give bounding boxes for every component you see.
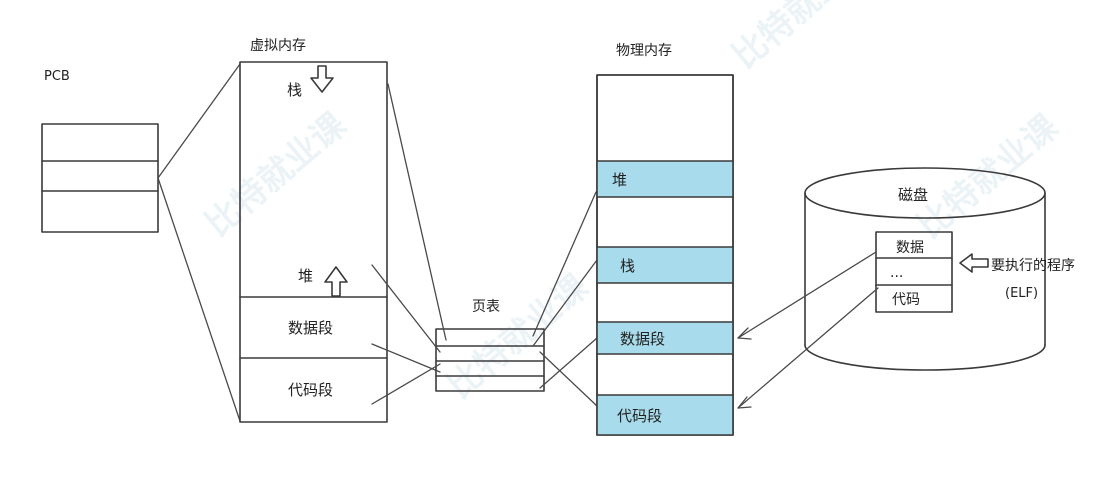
vm-heap-to-page-table-line — [371, 264, 441, 353]
pm-stack-block — [597, 247, 733, 283]
vm-data-to-page-table-line — [371, 343, 441, 373]
page-table-box — [435, 328, 545, 392]
pcb-label: PCB — [44, 69, 70, 84]
disk-block: 磁盘 数据 ... 代码 要执行的程序 (ELF) — [804, 167, 1075, 371]
vm-stack-to-page-table-line — [387, 83, 447, 341]
program-data-label: 数据 — [896, 240, 924, 256]
vm-code-segment-label: 代码段 — [288, 381, 333, 399]
load-code-arrow — [737, 287, 879, 409]
watermark-text: 比特就业课 — [725, 0, 882, 77]
physical-memory-block: 物理内存 堆 栈 数据段 代码段 — [596, 43, 734, 436]
virtual-memory-title: 虚拟内存 — [250, 38, 306, 54]
pm-stack-label: 栈 — [620, 257, 635, 275]
vm-heap-label: 堆 — [298, 267, 313, 285]
heap-grow-up-arrow-icon — [324, 266, 348, 297]
virtual-memory-box — [239, 61, 388, 423]
watermark-text: 比特就业课 — [440, 266, 597, 407]
load-data-arrow — [737, 251, 877, 339]
pcb-block: PCB — [41, 69, 159, 233]
pcb-to-vm-line — [157, 177, 241, 422]
disk-label: 磁盘 — [898, 186, 928, 204]
watermark-text: 比特就业课 — [910, 106, 1067, 247]
disk-bottom-arc — [804, 344, 1046, 371]
program-label: 要执行的程序 — [991, 258, 1075, 274]
page-table-to-pm-data-line — [539, 337, 598, 389]
disk-to-pm-arrows — [737, 251, 879, 409]
physical-memory-title: 物理内存 — [616, 43, 672, 59]
load-data-arrowhead-icon — [737, 327, 752, 340]
pm-code-segment-block — [597, 395, 733, 435]
pm-data-segment-label: 数据段 — [620, 330, 665, 348]
pcb-to-vm-line — [157, 63, 241, 179]
program-pointer-arrow-icon — [959, 253, 989, 273]
program-code-label: 代码 — [892, 292, 920, 308]
virtual-memory-block: 虚拟内存 栈 堆 数据段 代码段 — [239, 38, 388, 423]
watermark-text: 比特就业课 — [198, 104, 355, 245]
program-ellipsis: ... — [890, 265, 903, 281]
program-format-label: (ELF) — [1005, 286, 1038, 301]
page-table-to-pm-heap-line — [532, 191, 597, 337]
page-table-block: 页表 — [435, 299, 545, 392]
pcb-box — [41, 123, 159, 233]
pm-heap-block — [597, 161, 733, 197]
stack-grow-down-arrow-icon — [310, 65, 334, 93]
pm-data-segment-block — [597, 322, 733, 354]
vm-code-to-page-table-line — [371, 363, 441, 405]
vm-stack-label: 栈 — [287, 81, 302, 99]
program-file-box — [875, 231, 953, 313]
page-table-to-pm-code-line — [539, 351, 598, 407]
pm-heap-label: 堆 — [612, 171, 627, 189]
page-table-to-pm-stack-line — [532, 259, 598, 347]
load-code-arrowhead-icon — [737, 396, 752, 409]
vm-data-segment-label: 数据段 — [288, 319, 333, 337]
page-table-label: 页表 — [472, 299, 500, 315]
pm-code-segment-label: 代码段 — [617, 407, 662, 425]
physical-memory-outline — [596, 74, 734, 436]
